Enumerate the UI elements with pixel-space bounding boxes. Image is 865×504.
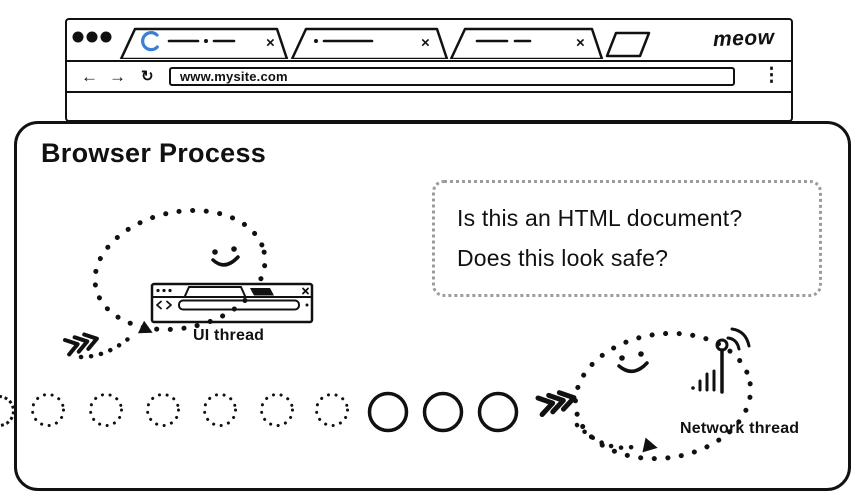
url-text: www.mysite.com [180, 68, 288, 84]
data-chunk-circle [203, 393, 237, 427]
data-chunk-circle [146, 393, 180, 427]
data-stream [31, 391, 519, 433]
browser-titlebar: × × × meow [67, 20, 791, 62]
tab-title-scribble [167, 39, 236, 43]
smiley-face-icon [617, 351, 649, 373]
network-thread-label: Network thread [680, 420, 800, 437]
ui-thread-label: UI thread [193, 327, 265, 344]
speed-chevrons-icon [63, 332, 99, 357]
data-chunk-circle-solid [477, 391, 519, 433]
speech-bubble: Is this an HTML document? Does this look… [432, 180, 822, 297]
browser-process-box: Browser Process Is this an HTML document… [14, 121, 851, 491]
data-chunk-circle-solid [367, 391, 409, 433]
data-chunk-circle-solid [422, 391, 464, 433]
data-chunk-circle [315, 393, 349, 427]
network-thread-character [535, 327, 754, 462]
bubble-line: Does this look safe? [457, 245, 669, 271]
browser-logo: meow [713, 25, 776, 52]
back-arrow-icon: ← [81, 67, 98, 86]
tab-shape [290, 27, 449, 59]
browser-navbar: ← → ↻ www.mysite.com ⋮ [67, 62, 791, 93]
tab-close-icon: × [576, 35, 585, 52]
data-chunk-circle [260, 393, 294, 427]
menu-dots-icon: ⋮ [762, 65, 781, 86]
tab-close-icon: × [266, 35, 275, 52]
mini-browser-icon [150, 282, 314, 324]
tab-favicon-swirl-icon [141, 31, 159, 52]
tab-close-icon: × [421, 35, 430, 52]
data-chunk-partial-circle [0, 395, 15, 427]
motion-trail [574, 422, 640, 450]
ui-thread-character [63, 208, 314, 360]
browser-tabs-drawing: × × × [72, 27, 651, 59]
new-tab-button-shape [605, 31, 651, 58]
forward-arrow-icon: → [109, 67, 126, 86]
reload-icon: ↻ [141, 68, 154, 85]
process-artwork [31, 208, 754, 462]
tab-title-scribble [314, 39, 374, 43]
loop-arrowhead-icon [137, 320, 153, 334]
address-bar: www.mysite.com [169, 66, 735, 86]
process-title: Browser Process [41, 138, 267, 168]
antenna-signal-icon [691, 327, 751, 394]
data-chunk-circle [31, 393, 65, 427]
tab-shape [449, 27, 604, 59]
browser-window-illustration: × × × meow ← → ↻ www.mysit [65, 18, 793, 122]
ui-thread-loop [92, 208, 268, 332]
network-thread-loop [572, 330, 754, 462]
tab-shape [119, 27, 289, 59]
smiley-face-icon [211, 246, 240, 267]
bubble-line: Is this an HTML document? [457, 205, 743, 231]
data-chunk-circle [89, 393, 123, 427]
motion-trail [78, 330, 138, 360]
window-control-dots-icon [72, 31, 112, 43]
loop-arrowhead-icon [642, 437, 658, 453]
speed-chevrons-icon [535, 390, 577, 417]
